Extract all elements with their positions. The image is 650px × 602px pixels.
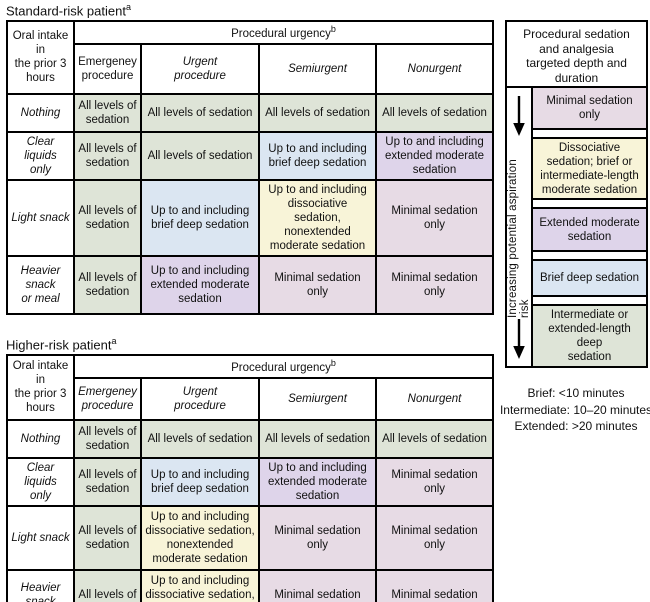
aspiration-risk-axis: Increasing potential aspiration risk [507,88,533,366]
column-header: Semiurgent [258,376,377,421]
legend-box: Minimal sedation only [533,88,646,130]
sedation-cell: Minimal sedation only [375,456,494,507]
procedural-urgency-text: Procedural urgency [231,27,331,40]
sedation-cell: Up to and including extended moderate se… [375,130,494,181]
sedation-cell: All levels of sedation [375,92,494,133]
sedation-cell: Up to and including dissociative sedatio… [258,178,377,257]
standard-risk-title: Standard-risk patienta [6,2,492,19]
sedation-depth-legend: Procedural sedation and analgesia target… [505,20,648,368]
procedural-urgency-footnote-marker: b [330,357,336,368]
row-label: Heavier snack or meal [6,568,75,602]
row-label: Light snack [6,504,75,571]
sedation-cell: Minimal sedation only [258,504,377,571]
higher-risk-title-text: Higher-risk patient [6,337,112,353]
legend-header: Procedural sedation and analgesia target… [507,22,646,88]
legend-gap [533,251,646,260]
sedation-cell: All levels of sedation [73,178,142,257]
sedation-cell: All levels of sedation [73,568,142,602]
sedation-cell: All levels of sedation [73,504,142,571]
legend-box: Brief deep sedation [533,259,646,297]
sedation-cell: Up to and including brief deep sedation [258,130,377,181]
row-label: Light snack [6,178,75,257]
standard-risk-title-text: Standard-risk patient [6,3,126,19]
down-arrow-icon [513,95,525,136]
sedation-cell: Up to and including extended moderate se… [140,254,260,315]
sedation-cell: Minimal sedation only [375,254,494,315]
sedation-cell: All levels of sedation [73,254,142,315]
column-header: Nonurgent [375,376,494,421]
sedation-cell: All levels of sedation [73,130,142,181]
column-header: Semiurgent [258,42,377,95]
row-label: Nothing [6,92,75,133]
sedation-cell: All levels of sedation [140,130,260,181]
sedation-cell: Up to and including brief deep sedation [140,456,260,507]
sedation-cell: Minimal sedation only [375,504,494,571]
legend-gap [533,200,646,208]
procedural-urgency-footnote-marker: b [330,24,336,34]
sedation-cell: All levels of sedation [73,456,142,507]
legend-box: Dissociative sedation; brief or intermed… [533,137,646,201]
procedural-urgency-header: Procedural urgencyb [73,20,494,45]
column-header: Emergeney procedure [73,42,142,95]
row-label: Heavier snack or meal [6,254,75,315]
row-label: Clear liquids only [6,130,75,181]
row-label: Clear liquids only [6,456,75,507]
urgency-header-row: Oral intake in the prior 3 hours Procedu… [6,353,494,421]
legend-box: Intermediate or extended-length deep sed… [533,303,646,366]
oral-intake-header: Oral intake in the prior 3 hours [6,20,75,95]
sedation-cell: All levels of sedation [73,92,142,133]
procedural-urgency-header: Procedural urgencyb [73,353,494,379]
sedation-cell: Up to and including brief deep sedation [140,178,260,257]
sedation-cell: All levels of sedation [258,418,377,459]
column-header: Emergeney procedure [73,376,142,421]
column-header: Nonurgent [375,42,494,95]
aspiration-risk-axis-label: Increasing potential aspiration risk [507,159,531,319]
duration-note: Brief: <10 minutes [527,386,625,400]
higher-risk-title: Higher-risk patienta [6,335,492,353]
urgency-header-row: Oral intake in the prior 3 hours Procedu… [6,20,494,95]
sedation-cell: Minimal sedation only [258,254,377,315]
legend-box: Extended moderate sedation [533,207,646,252]
legend-body: Increasing potential aspiration risk Min… [507,88,646,366]
procedural-urgency-text: Procedural urgency [231,361,331,374]
legend-gap [533,129,646,138]
sedation-cell: All levels of sedation [258,92,377,133]
standard-risk-table: Oral intake in the prior 3 hours Procedu… [6,20,494,315]
tables-column: Standard-risk patienta Oral intake in th… [6,2,494,602]
standard-risk-title-footnote-marker: a [125,2,131,12]
sedation-cell: Up to and including dissociative sedatio… [140,568,260,602]
column-header: Urgent procedure [140,376,260,421]
duration-notes: Brief: <10 minutes Intermediate: 10–20 m… [486,385,650,435]
duration-note: Extended: >20 minutes [514,419,638,433]
column-header: Urgent procedure [140,42,260,95]
down-arrow-icon [513,319,525,360]
sedation-cell: Minimal sedation only [258,568,377,602]
sedation-cell: All levels of sedation [140,418,260,459]
sedation-cell: All levels of sedation [140,92,260,133]
sedation-cell: All levels of sedation [73,418,142,459]
row-label: Nothing [6,418,75,459]
sedation-cell: Minimal sedation only [375,568,494,602]
sedation-cell: Up to and including dissociative sedatio… [140,504,260,571]
sedation-cell: Minimal sedation only [375,178,494,257]
legend-gap [533,296,646,304]
duration-note: Intermediate: 10–20 minutes [499,402,650,417]
higher-risk-table: Oral intake in the prior 3 hours Procedu… [6,353,494,602]
oral-intake-header: Oral intake in the prior 3 hours [6,353,75,421]
sedation-cell: All levels of sedation [375,418,494,459]
higher-risk-title-footnote-marker: a [111,335,117,346]
sedation-cell: Up to and including extended moderate se… [258,456,377,507]
